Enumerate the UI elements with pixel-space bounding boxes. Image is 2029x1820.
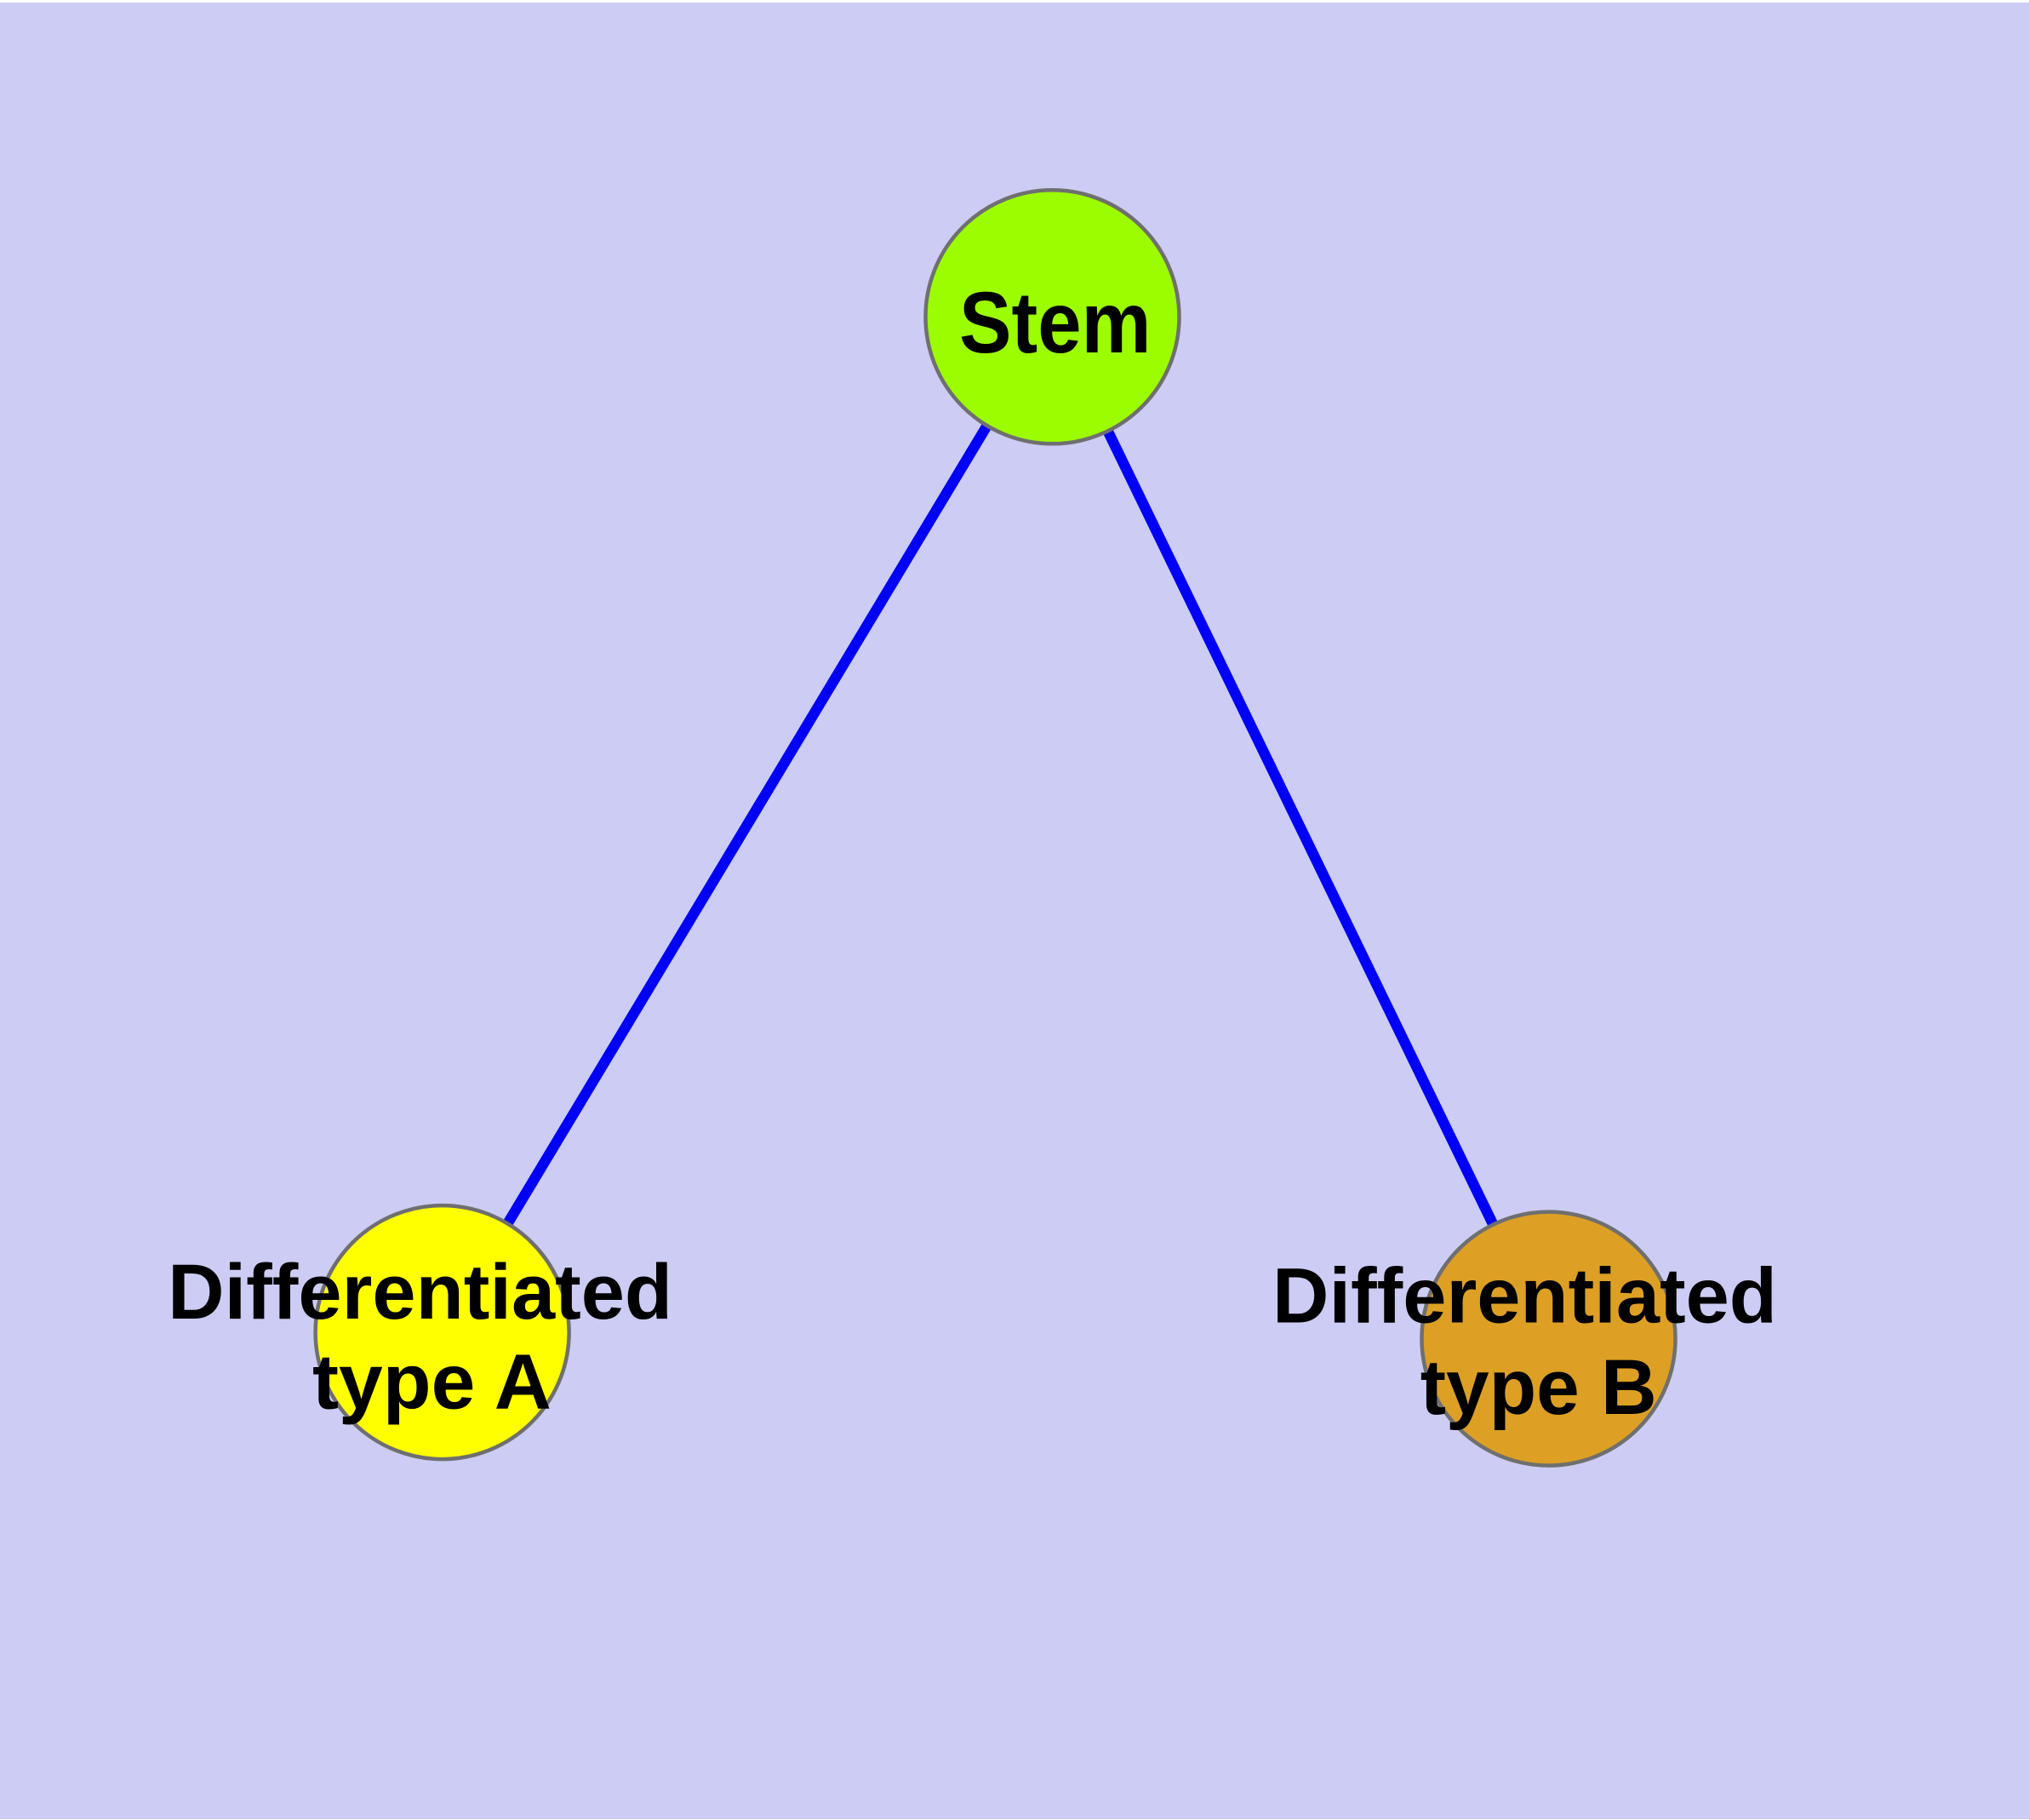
svg-text:type A: type A	[312, 1339, 552, 1426]
svg-text:Differentiated: Differentiated	[1272, 1253, 1777, 1340]
svg-text:type B: type B	[1420, 1344, 1657, 1431]
svg-text:Differentiated: Differentiated	[168, 1249, 672, 1336]
svg-text:Stem: Stem	[959, 274, 1152, 371]
